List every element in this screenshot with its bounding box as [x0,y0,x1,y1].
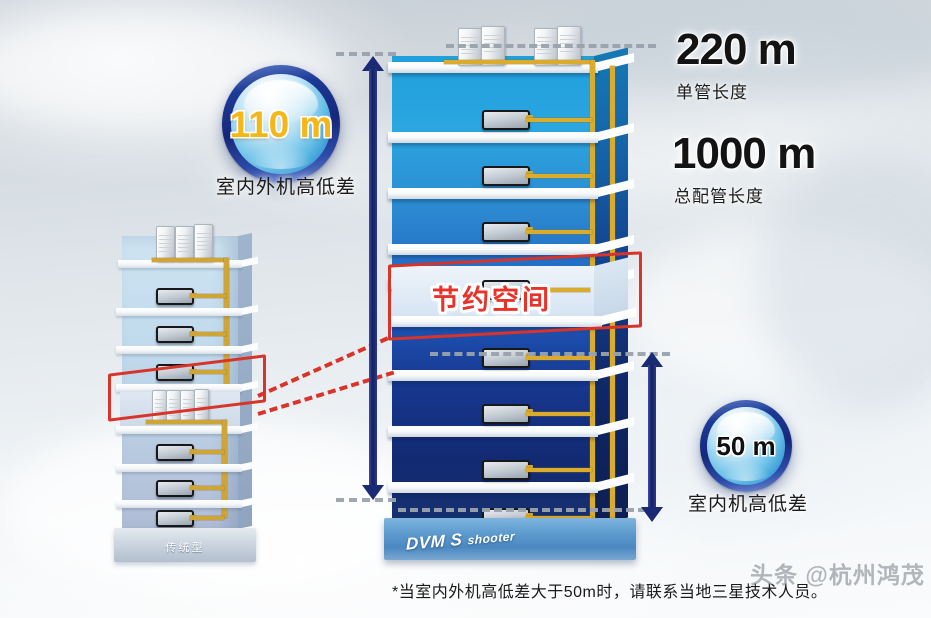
indoor-unit [156,444,197,461]
saved-space-label: 节约空间 [432,285,552,315]
indoor-unit [156,510,197,527]
pipe-branch [526,230,592,234]
stat-total-pipe-length: 1000 m 总配管长度 [672,129,816,207]
pipe-branch [190,486,224,490]
floor-slab [116,346,242,354]
pipe-segment [146,420,226,424]
indoor-unit [156,326,197,343]
pipe-branch [526,468,592,472]
traditional-building-label: 传统型 [165,542,205,554]
pipe-branch [526,288,590,292]
floor-slab [388,426,598,437]
floor-slab [116,500,242,508]
pipe-branch [190,370,226,374]
indoor-unit [482,280,533,300]
height-diff-arrow-small [641,352,663,522]
reference-line-bottom-left [336,498,396,502]
arrow-shaft [648,365,656,509]
badge-50m-value: 50 m [716,431,776,461]
reference-line-top-right [446,44,656,48]
reference-line-bottom-right [398,508,658,512]
floor-slab [388,188,598,199]
arrow-head-up [641,352,663,367]
badge-50m-caption: 室内机高低差 [688,494,809,515]
floor-slab [388,370,598,381]
pipe-branch [526,356,592,360]
dvm-label-sub: shooter [467,529,516,548]
stat-1000m-caption: 总配管长度 [674,187,764,206]
pipe-branch [190,516,224,520]
stat-220m-value: 220 m [676,25,797,74]
floor-slab [116,426,242,434]
badge-inner [707,407,785,485]
watermark: 头条 @杭州鸿茂 [750,562,925,588]
floor-slab [116,384,242,392]
dvm-s-building-label: DVM S shooter [406,525,515,555]
reference-line-mid-right [430,352,670,356]
arrow-head-down [641,507,663,522]
badge-gloss [244,80,318,122]
dvm-label-main: DVM S [406,529,463,554]
stat-220m-caption: 单管长度 [676,83,748,102]
stat-1000m-value: 1000 m [672,129,816,178]
arrow-shaft [369,69,377,487]
pipe-branch [190,332,226,336]
outdoor-unit [175,226,194,262]
floor-slab [390,316,602,327]
indoor-unit [156,480,197,497]
building-base-plinth: 传统型 [114,528,256,562]
indoor-unit [156,288,197,305]
footnote-text: *当室内外机高低差大于50m时，请联系当地三星技术人员。 [392,584,828,601]
pipe-branch [190,450,224,454]
pipe-branch [190,294,226,298]
arrow-head-up [362,56,384,71]
pipe-riser [224,258,229,400]
indoor-unit [482,404,533,424]
reference-line-top-left [336,52,396,56]
arrow-head-down [362,485,384,500]
outdoor-unit [156,226,175,262]
roof-slab [388,62,598,73]
pipe-segment [152,258,228,262]
building-base-plinth: DVM S shooter [384,518,636,560]
roof-pipe-header [444,60,594,64]
floor-slab [388,482,598,493]
badge-110m: 110 m [222,65,340,183]
badge-50m: 50 m [700,400,792,492]
indoor-unit [482,348,533,368]
badge-110m-value: 110 m [229,103,333,145]
indoor-unit [482,460,533,480]
pipe-branch [526,174,592,178]
indoor-unit [482,222,533,242]
badge-110m-caption: 室内外机高低差 [216,177,357,198]
indoor-unit [482,166,533,186]
stat-single-pipe-length: 220 m 单管长度 [676,25,797,103]
height-diff-arrow-large [362,56,384,500]
badge-gloss [717,411,775,445]
traditional-building: 传统型 [112,222,260,562]
badge-lower-glow [247,142,315,169]
badge-inner [231,74,331,174]
floor-slab [388,244,598,255]
floor-slab [116,464,242,472]
outdoor-unit [194,224,213,262]
badge-lower-glow [719,460,773,481]
floor-slab [118,260,242,268]
indoor-unit [482,110,533,130]
floor-slab [388,132,598,143]
pipe-branch [526,118,592,122]
pipe-branch [526,412,592,416]
floor-slab [116,308,242,316]
